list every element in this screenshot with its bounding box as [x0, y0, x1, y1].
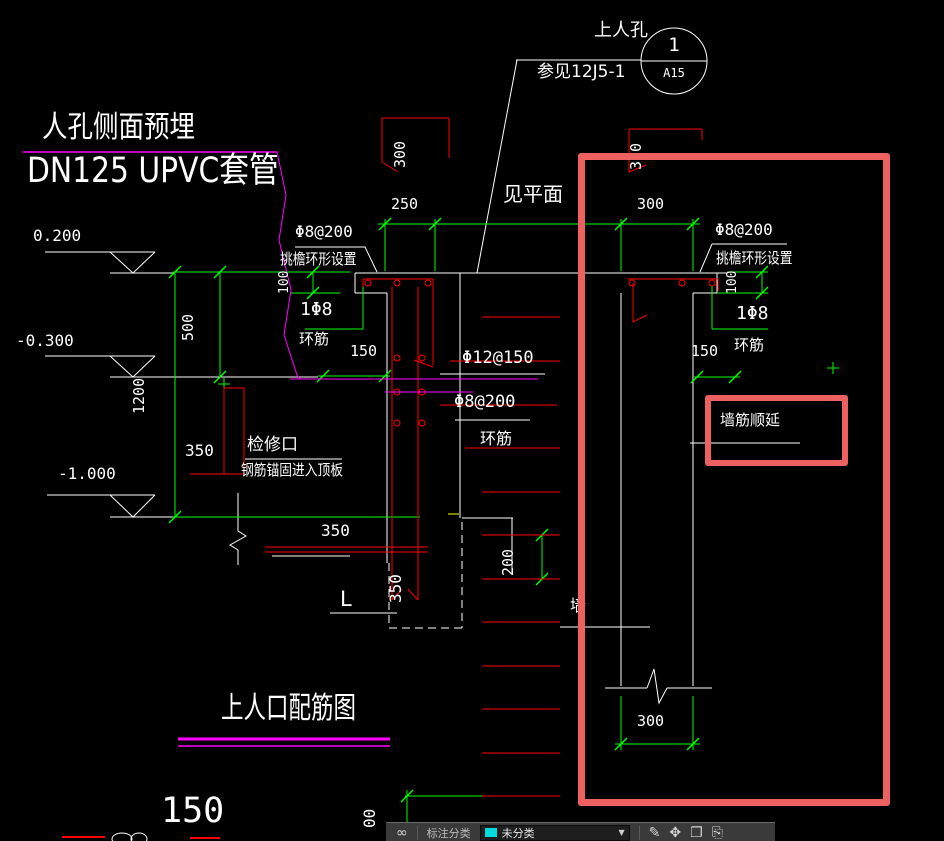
review-highlight-box — [578, 153, 890, 806]
anchor-note: 钢筋锚固进入顶板 — [241, 461, 344, 479]
dim-150-right: 150 — [691, 342, 719, 360]
wall-rebar-note: 墙筋顺延 — [720, 411, 781, 429]
structure-outline — [111, 272, 727, 841]
dim-300-bottom: 300 — [637, 712, 665, 730]
dim-250: 250 — [391, 195, 419, 213]
dim-350-access: 350 — [185, 441, 214, 460]
chevron-down-icon[interactable]: ▼ — [618, 828, 625, 837]
category-color-swatch — [484, 828, 497, 837]
wall-vertical-rebar-label: Φ12@150 — [462, 348, 534, 368]
export-icon[interactable]: ⎘ — [711, 824, 723, 841]
dimension-lines — [168, 217, 839, 822]
reference-note: 参见12J5-1 — [537, 62, 626, 82]
dim-150-left: 150 — [350, 342, 378, 360]
access-opening-box — [223, 387, 245, 475]
ring-bar-left: 1Φ8 — [300, 299, 333, 320]
pan-icon[interactable]: ✥ — [669, 824, 682, 841]
leader-lines — [245, 27, 800, 628]
annotation-category-label: 标注分类 — [426, 826, 471, 840]
dim-300-bracket-left: 300 — [391, 140, 409, 168]
elevation-low: -1.000 — [58, 464, 116, 483]
dim-100-right: 100 — [725, 270, 740, 294]
dim-150-large: 150 — [161, 791, 225, 831]
wall-horizontal-rebar-label: Φ8@200 — [454, 392, 516, 412]
point-markers — [218, 362, 839, 390]
embed-note-line1: 人孔侧面预埋 — [42, 110, 195, 145]
detail-callout-circle — [640, 27, 708, 95]
link-chains-icon[interactable]: ∞ — [396, 824, 408, 841]
l-marker: L — [340, 587, 352, 611]
dim-500: 500 — [179, 313, 197, 341]
ring-label-mid: 环筋 — [480, 429, 513, 448]
elevation-mid: -0.300 — [16, 331, 74, 350]
dim-350-anchor: 350 — [321, 521, 350, 540]
callout-number: 1 — [668, 34, 680, 56]
callout-sheet-ref: A15 — [663, 66, 685, 80]
eave-note-right: 挑檐环形设置 — [716, 249, 793, 267]
bottom-toolbar: ∞ 标注分类 未分类 ▼ ✎ ✥ ❐ ⎘ — [386, 822, 775, 841]
hidden-opening-outline — [388, 522, 463, 629]
ring-bar-lines — [440, 316, 560, 797]
annotate-icon[interactable]: ✎ — [648, 824, 661, 841]
toolbar-separator — [416, 825, 418, 840]
embed-note-line2: DN125 UPVC套管 — [27, 151, 279, 191]
manhole-label: 上人孔 — [594, 20, 648, 41]
ring-label-right: 环筋 — [734, 336, 765, 354]
category-selected-value: 未分类 — [501, 826, 535, 840]
elevation-top: 0.200 — [33, 226, 82, 245]
eave-rebar-right: Φ8@200 — [715, 220, 773, 239]
eave-note-left: 挑檐环形设置 — [280, 250, 357, 268]
dim-100-left: 100 — [277, 270, 292, 294]
toolbar-separator — [638, 825, 640, 840]
access-opening-label: 检修口 — [247, 435, 298, 455]
drawing-title: 上人口配筋图 — [221, 691, 356, 726]
category-dropdown[interactable]: 未分类 ▼ — [479, 824, 630, 841]
dim-350-lap: 350 — [386, 574, 405, 603]
ring-bar-right: 1Φ8 — [736, 303, 769, 324]
rebar-lines — [62, 117, 719, 839]
dim-1200: 1200 — [130, 377, 148, 414]
ring-label-left: 环筋 — [299, 330, 330, 348]
see-plan-label: 见平面 — [503, 182, 563, 206]
wall-rebar-note-highlight-box — [705, 395, 848, 466]
elevation-markers — [45, 251, 318, 518]
pipe-sleeve-lines — [23, 151, 538, 747]
dim-partial: 00 — [360, 808, 379, 828]
eave-rebar-left: Φ8@200 — [295, 222, 353, 241]
duplicate-icon[interactable]: ❐ — [690, 824, 703, 841]
dim-300-top: 300 — [637, 195, 665, 213]
dim-200: 200 — [499, 548, 517, 576]
